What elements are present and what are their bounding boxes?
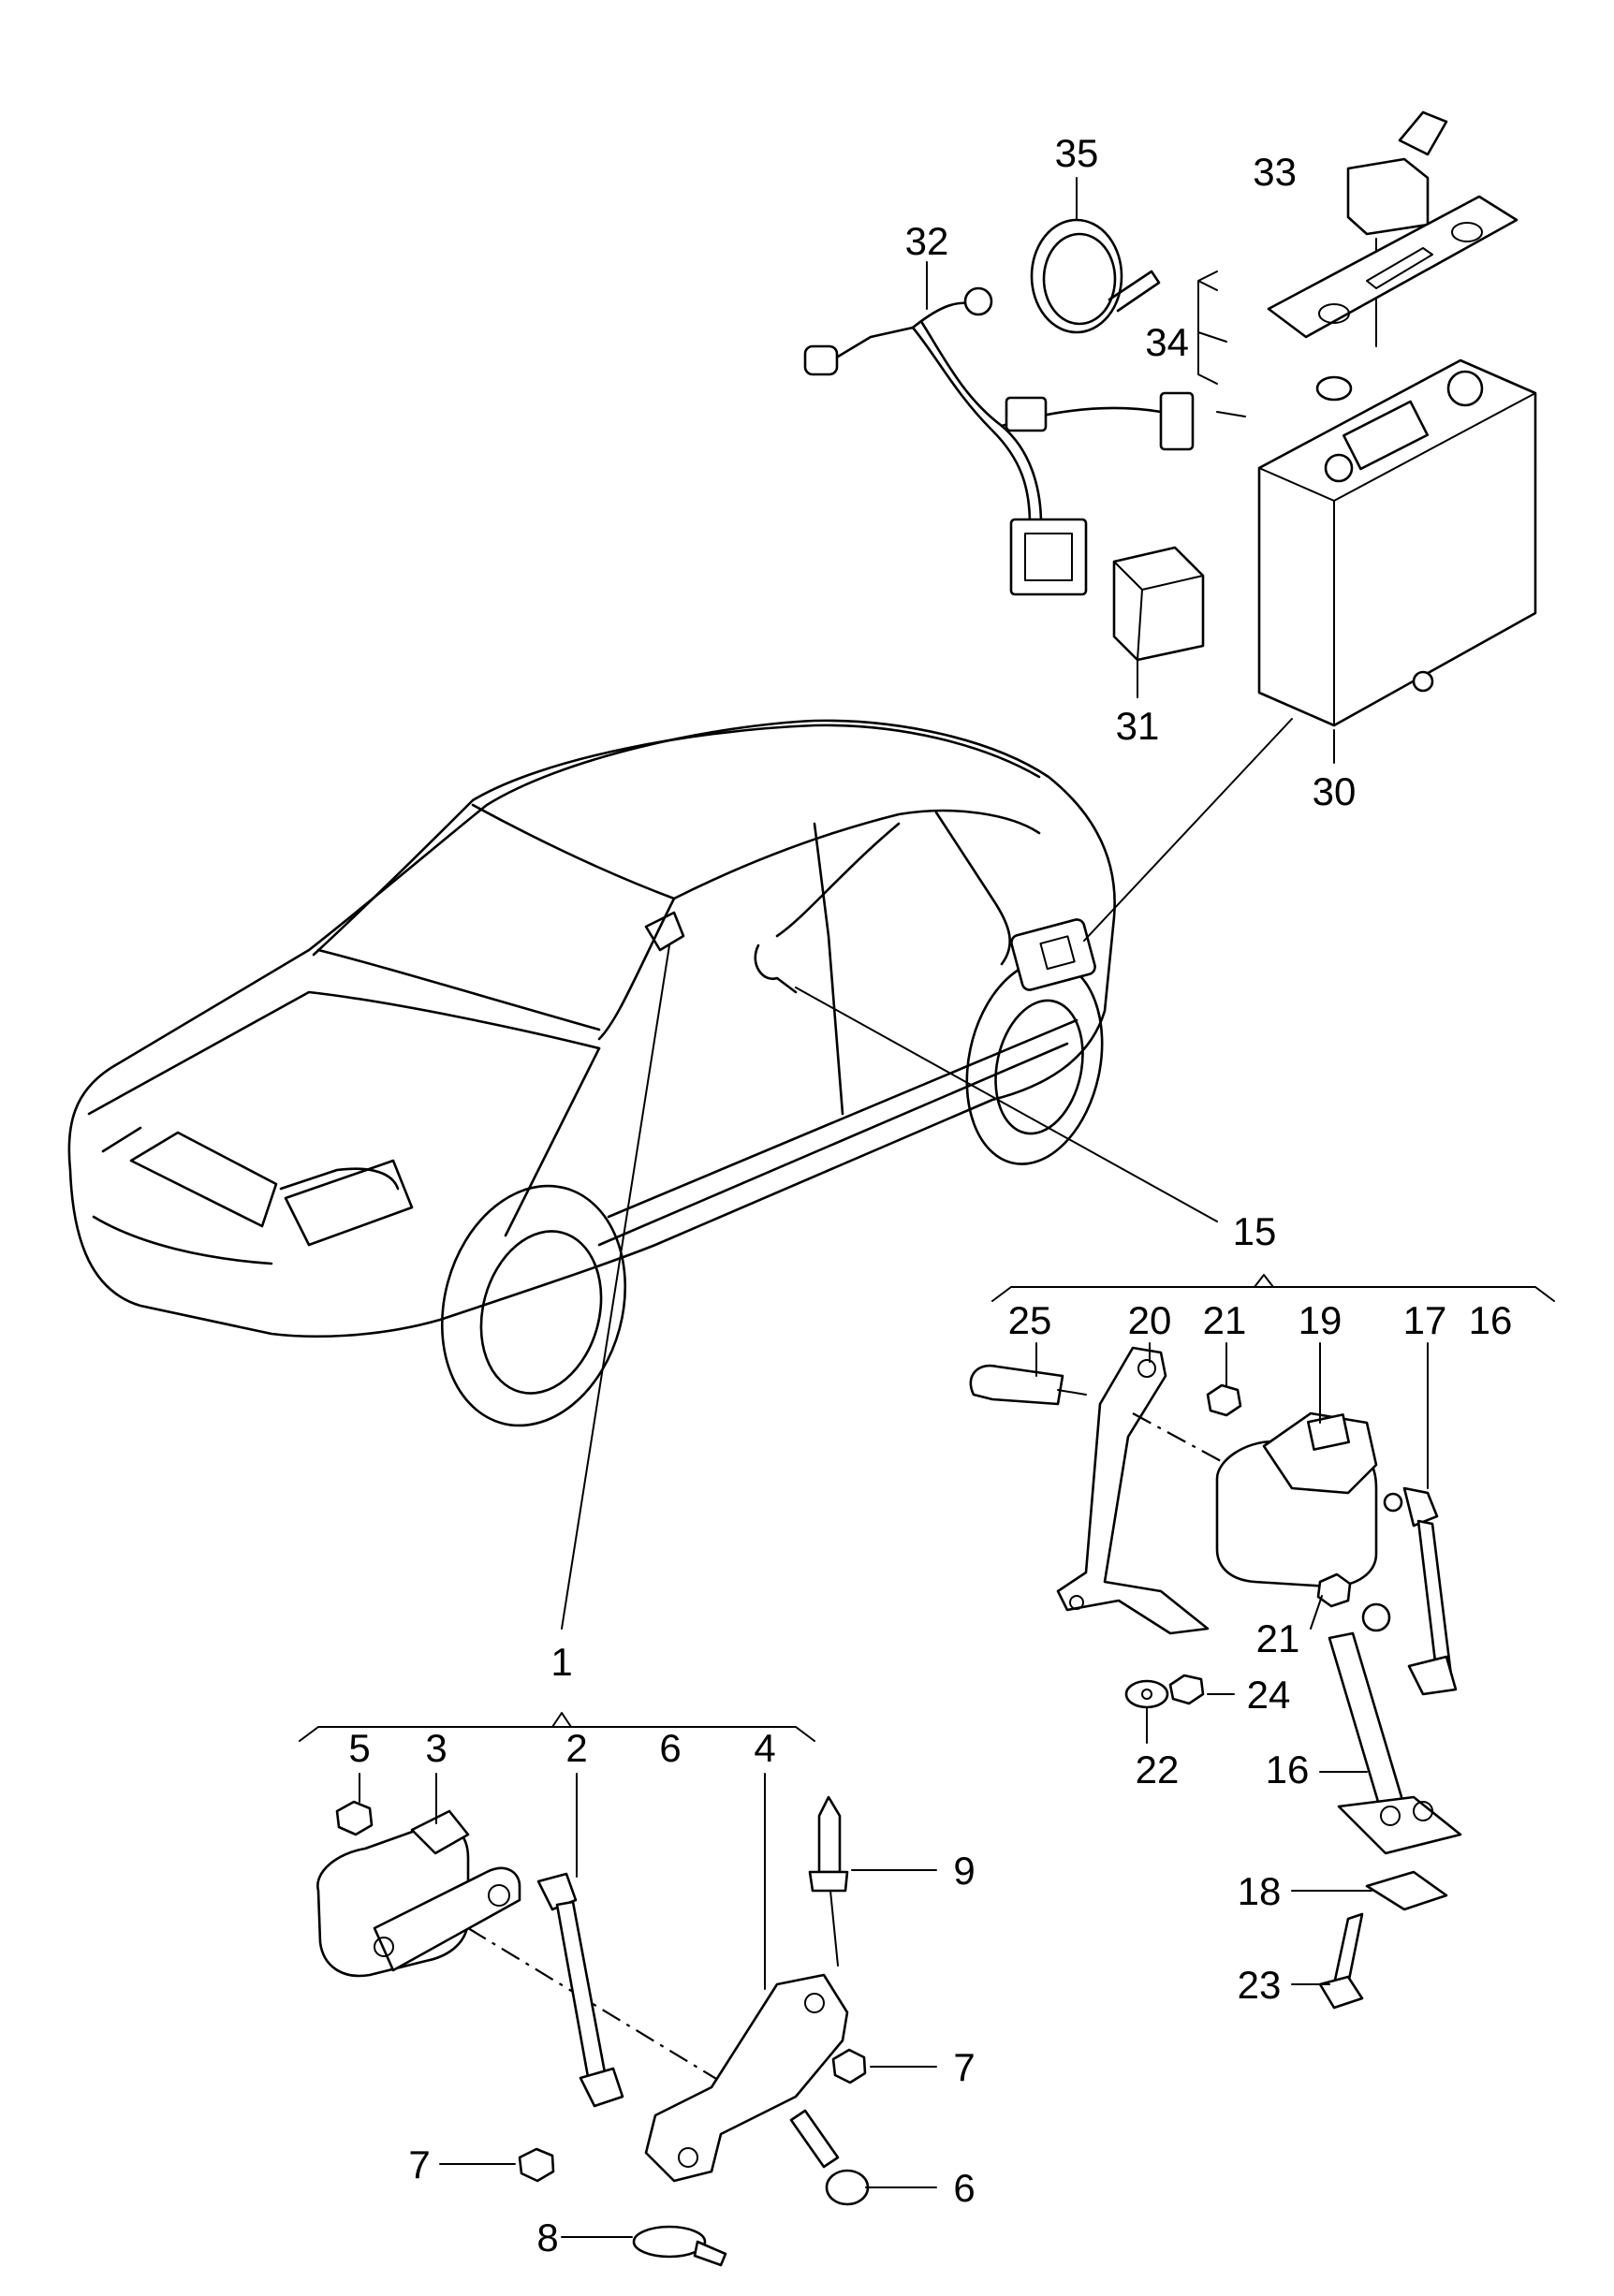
- callout-20: 20: [1128, 1298, 1172, 1342]
- leader-lines: [561, 718, 1293, 1630]
- callout-15: 15: [1233, 1209, 1277, 1253]
- callout-3: 3: [425, 1726, 447, 1770]
- rear-sensor-assembly: [969, 1274, 1555, 2010]
- callout-16-lower: 16: [1266, 1748, 1310, 1791]
- callout-25: 25: [1008, 1298, 1052, 1342]
- callout-34: 34: [1145, 320, 1189, 364]
- callout-9: 9: [953, 1849, 975, 1893]
- callout-7-right: 7: [953, 2045, 975, 2089]
- callout-22: 22: [1136, 1748, 1180, 1791]
- callout-1: 1: [550, 1640, 572, 1684]
- callout-7-left: 7: [408, 2142, 430, 2186]
- callout-33: 33: [1253, 150, 1297, 194]
- callout-6-lower: 6: [953, 2166, 975, 2210]
- car-illustration: [67, 719, 1116, 1427]
- callout-35: 35: [1055, 131, 1099, 175]
- callout-21-lower: 21: [1256, 1616, 1300, 1660]
- callout-19: 19: [1299, 1298, 1343, 1342]
- callout-32: 32: [905, 219, 949, 263]
- callout-31: 31: [1116, 704, 1160, 748]
- callout-23: 23: [1238, 1963, 1282, 2007]
- callout-24: 24: [1247, 1673, 1291, 1717]
- callout-6-top: 6: [659, 1726, 681, 1770]
- relay: [1112, 546, 1205, 698]
- callout-labels: 35 33 32 34 31 30 15 25 20 21 19 17 16 2…: [348, 131, 1512, 2259]
- callout-21-top: 21: [1203, 1298, 1247, 1342]
- wiring-harness: [803, 261, 1195, 596]
- control-unit: [1257, 358, 1537, 764]
- mounting-plate: [1197, 195, 1519, 417]
- callout-17: 17: [1403, 1298, 1447, 1342]
- callout-8: 8: [536, 2216, 558, 2259]
- callout-2: 2: [565, 1726, 587, 1770]
- callout-18: 18: [1238, 1869, 1282, 1913]
- callout-16-top: 16: [1469, 1298, 1513, 1342]
- callout-4: 4: [754, 1726, 775, 1770]
- cable-tie-ring: [1030, 177, 1161, 334]
- front-sensor-assembly: [299, 1712, 937, 2267]
- callout-30: 30: [1313, 769, 1357, 813]
- callout-5: 5: [348, 1726, 370, 1770]
